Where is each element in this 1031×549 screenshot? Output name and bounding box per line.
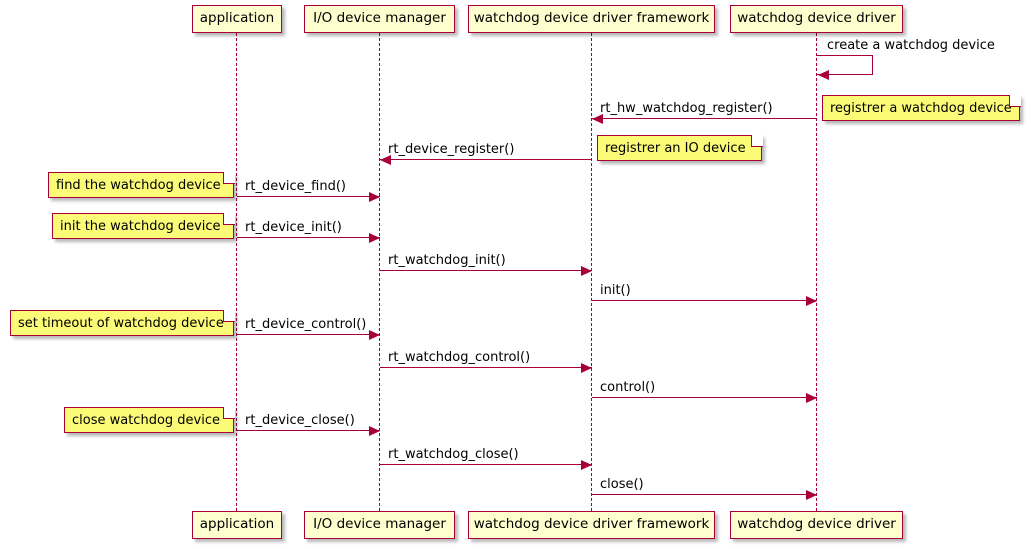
arrowhead-m13 xyxy=(806,489,817,500)
message-line-m13 xyxy=(592,494,817,495)
note-label: find the watchdog device xyxy=(56,177,221,193)
note-label: registrer a watchdog device xyxy=(830,100,1012,116)
arrowhead-m12 xyxy=(581,459,592,470)
note-fold-corner-icon xyxy=(222,406,235,419)
message-label-m9: rt_watchdog_control() xyxy=(388,350,531,365)
participant-footer-iodm[interactable]: I/O device manager xyxy=(304,511,455,539)
message-label-m1: create a watchdog device xyxy=(827,38,995,53)
lifeline-iodm xyxy=(379,33,381,511)
note-n5: set timeout of watchdog device xyxy=(10,309,235,336)
participant-header-application[interactable]: application xyxy=(192,5,282,33)
arrowhead-m1 xyxy=(818,70,829,80)
participant-header-framework[interactable]: watchdog device driver framework xyxy=(468,5,715,33)
participant-label: I/O device manager xyxy=(313,516,446,533)
note-fold-corner-icon xyxy=(1008,94,1021,107)
participant-label: application xyxy=(199,516,275,533)
message-line-m6 xyxy=(380,270,592,271)
note-n4: init the watchdog device xyxy=(52,212,235,239)
note-label: registrer an IO device xyxy=(605,140,746,156)
message-label-m7: init() xyxy=(600,283,631,298)
message-line-m7 xyxy=(592,300,817,301)
arrowhead-m4 xyxy=(369,191,380,202)
message-line-m4 xyxy=(237,196,380,197)
note-n6: close watchdog device xyxy=(64,406,235,433)
participant-label: watchdog device driver framework xyxy=(473,10,710,27)
message-line-m9 xyxy=(380,367,592,368)
note-fold-corner-icon xyxy=(222,309,235,322)
note-label: close watchdog device xyxy=(72,412,220,428)
message-label-m5: rt_device_init() xyxy=(245,220,342,235)
message-line-m10 xyxy=(592,397,817,398)
message-line-m12 xyxy=(380,464,592,465)
arrowhead-m10 xyxy=(806,392,817,403)
participant-label: watchdog device driver xyxy=(737,10,896,27)
note-fold-corner-icon xyxy=(750,134,763,147)
arrowhead-m7 xyxy=(806,295,817,306)
note-label: init the watchdog device xyxy=(60,218,221,234)
message-label-m6: rt_watchdog_init() xyxy=(388,253,506,268)
note-label: set timeout of watchdog device xyxy=(18,315,224,331)
message-label-m2: rt_hw_watchdog_register() xyxy=(600,101,773,116)
self-message-m1 xyxy=(817,55,873,75)
participant-label: application xyxy=(199,10,275,27)
message-label-m11: rt_device_close() xyxy=(245,413,355,428)
arrowhead-m5 xyxy=(369,232,380,243)
lifeline-application xyxy=(236,33,238,511)
participant-label: I/O device manager xyxy=(313,10,446,27)
message-line-m5 xyxy=(237,237,380,238)
note-n1: registrer a watchdog device xyxy=(822,94,1021,121)
message-line-m11 xyxy=(237,430,380,431)
note-n2: registrer an IO device xyxy=(597,134,763,161)
message-label-m12: rt_watchdog_close() xyxy=(388,447,519,462)
participant-footer-application[interactable]: application xyxy=(192,511,282,539)
arrowhead-m8 xyxy=(369,329,380,340)
participant-label: watchdog device driver xyxy=(737,516,896,533)
participant-header-driver[interactable]: watchdog device driver xyxy=(730,5,903,33)
participant-header-iodm[interactable]: I/O device manager xyxy=(304,5,455,33)
participant-footer-framework[interactable]: watchdog device driver framework xyxy=(468,511,715,539)
message-label-m13: close() xyxy=(600,477,644,492)
arrowhead-m11 xyxy=(369,425,380,436)
message-label-m10: control() xyxy=(600,380,656,395)
arrowhead-m6 xyxy=(581,265,592,276)
message-label-m4: rt_device_find() xyxy=(245,179,346,194)
note-n3: find the watchdog device xyxy=(48,171,235,198)
note-fold-corner-icon xyxy=(222,171,235,184)
lifeline-driver xyxy=(816,33,818,511)
message-line-m3 xyxy=(380,159,592,160)
message-label-m3: rt_device_register() xyxy=(388,142,515,157)
note-fold-corner-icon xyxy=(222,212,235,225)
message-line-m8 xyxy=(237,334,380,335)
arrowhead-m9 xyxy=(581,362,592,373)
participant-footer-driver[interactable]: watchdog device driver xyxy=(730,511,903,539)
message-label-m8: rt_device_control() xyxy=(245,317,367,332)
arrowhead-m2 xyxy=(592,113,603,124)
message-line-m2 xyxy=(592,118,817,119)
participant-label: watchdog device driver framework xyxy=(473,516,710,533)
arrowhead-m3 xyxy=(380,154,391,165)
